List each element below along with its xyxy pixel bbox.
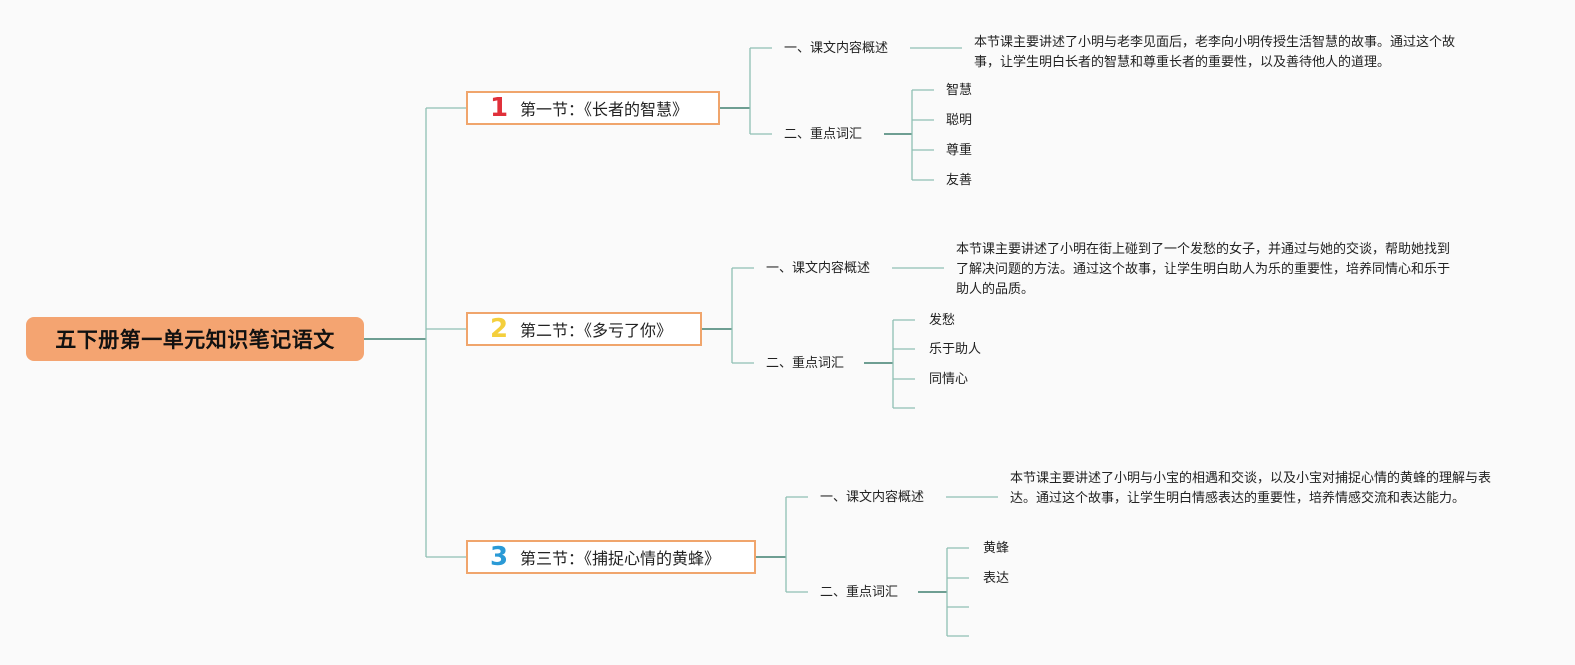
section-1-keyword[interactable]: 聪明 [946,113,973,128]
section-3-title: 第三节：《捕捉心情的黄蜂》 [520,549,721,568]
section-2-keyword[interactable]: 发愁 [929,313,956,328]
section-3-keyword[interactable]: 表达 [983,571,1010,586]
section-3-overview-label[interactable]: 一、课文内容概述 [820,490,925,505]
section-3-keyword[interactable]: 黄蜂 [983,541,1010,556]
section-3-node[interactable]: 3 第三节：《捕捉心情的黄蜂》 [466,540,756,574]
section-1-keyword[interactable]: 友善 [946,173,973,188]
section-2-keyword[interactable]: 同情心 [929,372,969,387]
section-1-title: 第一节：《长者的智慧》 [520,100,689,119]
section-3-number: 3 [489,542,509,572]
section-1-number: 1 [489,93,509,123]
section-2-keyword[interactable]: 乐于助人 [929,342,982,357]
section-2-number: 2 [489,314,509,344]
section-2-node[interactable]: 2 第二节：《多亏了你》 [466,312,702,346]
section-1-overview-text[interactable]: 本节课主要讲述了小明与老李见面后，老李向小明传授生活智慧的故事。通过这个故事，让… [974,35,1456,70]
section-3-overview-text[interactable]: 本节课主要讲述了小明与小宝的相遇和交谈，以及小宝对捕捉心情的黄蜂的理解与表达。通… [1010,471,1492,506]
section-2-keywords-label[interactable]: 二、重点词汇 [766,356,845,371]
section-2-overview-text[interactable]: 本节课主要讲述了小明在街上碰到了一个发愁的女子，并通过与她的交谈，帮助她找到了解… [956,242,1451,297]
section-1-keyword[interactable]: 智慧 [946,83,973,98]
section-1-node[interactable]: 1 第一节：《长者的智慧》 [466,91,720,125]
section-1-overview-label[interactable]: 一、课文内容概述 [784,41,889,56]
section-2-overview-label[interactable]: 一、课文内容概述 [766,261,871,276]
root-topic[interactable]: 五下册第一单元知识笔记语文 [26,317,364,361]
section-2-title: 第二节：《多亏了你》 [520,321,673,340]
section-3-keywords-label[interactable]: 二、重点词汇 [820,585,899,600]
section-1-keywords-label[interactable]: 二、重点词汇 [784,127,863,142]
section-1-keyword[interactable]: 尊重 [946,143,973,158]
